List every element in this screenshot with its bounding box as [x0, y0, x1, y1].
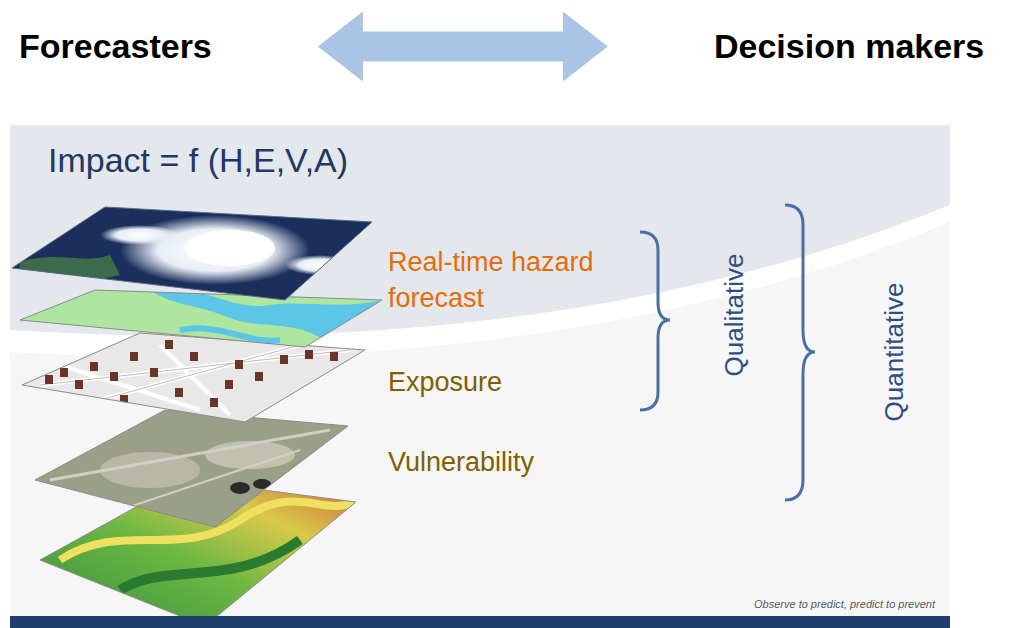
slogan: Observe to predict, predict to prevent	[700, 598, 935, 611]
curly-bracket	[785, 205, 815, 500]
actor-label: Forecasters	[15, 24, 216, 69]
formula-heading: Impact = f (H,E,V,A)	[48, 140, 348, 181]
panel	[10, 125, 950, 617]
buildings-layer	[20, 330, 370, 425]
node-text: Decision makers	[714, 26, 984, 67]
aerial-layer	[30, 400, 360, 530]
flood-map-layer	[15, 285, 385, 350]
bracket-label: Quantitative	[879, 283, 910, 422]
double-arrow	[318, 11, 608, 81]
layer-label: Vulnerability	[388, 446, 534, 478]
layer-label: Real-time hazard forecast	[388, 244, 650, 316]
layer-label: Exposure	[388, 366, 502, 398]
actor-label: Decision makers	[710, 24, 988, 69]
curly-bracket	[640, 232, 670, 410]
node-text: Forecasters	[19, 26, 212, 67]
satellite-layer	[10, 200, 380, 305]
footer-bar	[10, 616, 950, 628]
bracket-label: Qualitative	[719, 254, 750, 377]
